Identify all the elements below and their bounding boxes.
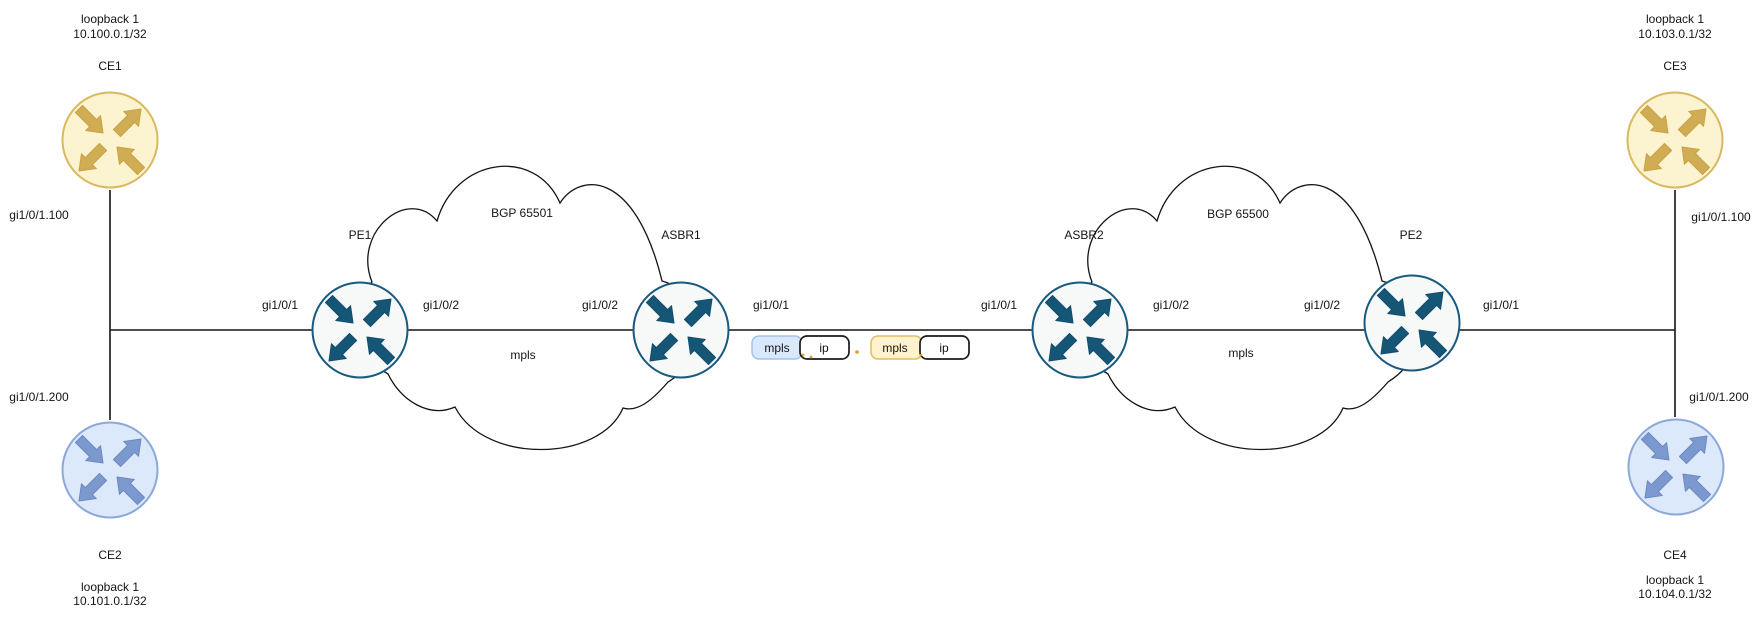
ce2-loopback-ip: 10.101.0.1/32 [73,594,147,608]
router-ce3-icon[interactable] [1626,91,1724,189]
router-pe1-icon[interactable] [311,281,409,379]
iface-label-ce2-sub: gi1/0/1.200 [9,390,69,404]
iface-label-ce4-sub: gi1/0/1.200 [1689,390,1749,404]
router-ce4-icon[interactable] [1627,418,1725,516]
ce3-loopback-ip: 10.103.0.1/32 [1638,27,1712,41]
separator-dot [855,350,859,354]
cloud-core-label-right: mpls [1228,346,1254,360]
node-label-asbr2: ASBR2 [1064,228,1104,242]
cloud-core-label-left: mpls [510,348,536,362]
ip-label-box-right[interactable] [919,335,970,360]
packet-mpls-label-right: mpls [882,341,908,355]
separator-dot [809,355,813,359]
ce4-loopback-name: loopback 1 [1645,573,1705,587]
router-pe2-icon[interactable] [1363,274,1461,372]
packet-stack-left[interactable] [751,335,850,360]
iface-label-pe2-left: gi1/0/2 [1303,298,1341,312]
iface-label-pe1-right: gi1/0/2 [422,298,460,312]
router-asbr1-icon[interactable] [632,281,730,379]
cloud-label-bgp-65501: BGP 65501 [491,206,553,220]
ce2-loopback-name: loopback 1 [80,580,140,594]
cloud-label-bgp-65500: BGP 65500 [1207,207,1269,221]
separator-dot [919,353,923,357]
iface-label-asbr2-right: gi1/0/2 [1152,298,1190,312]
ce1-loopback-name: loopback 1 [80,12,140,26]
ce3-loopback-name: loopback 1 [1645,12,1705,26]
iface-label-asbr1-left: gi1/0/2 [581,298,619,312]
packet-ip-label-right: ip [939,341,949,355]
router-ce1-icon[interactable] [61,91,159,189]
node-label-pe2: PE2 [1399,228,1423,242]
node-label-ce2: CE2 [98,548,122,562]
iface-label-pe2-right: gi1/0/1 [1482,298,1520,312]
packet-mpls-label-left: mpls [764,341,790,355]
node-label-ce1: CE1 [98,59,122,73]
ce4-loopback-ip: 10.104.0.1/32 [1638,587,1712,601]
node-label-pe1: PE1 [348,228,372,242]
packet-ip-label-left: ip [819,341,829,355]
iface-label-ce1-sub: gi1/0/1.100 [9,208,69,222]
node-label-asbr1: ASBR1 [661,228,701,242]
iface-label-pe1-left: gi1/0/1 [261,298,299,312]
router-ce2-icon[interactable] [61,421,159,519]
iface-label-asbr2-left: gi1/0/1 [980,298,1018,312]
packet-stack-right[interactable] [870,335,970,360]
node-label-ce4: CE4 [1663,548,1687,562]
ip-label-box-left[interactable] [799,335,850,360]
iface-label-asbr1-right: gi1/0/1 [752,298,790,312]
separator-dot [801,353,805,357]
router-asbr2-icon[interactable] [1031,281,1129,379]
iface-label-ce3-sub: gi1/0/1.100 [1691,210,1751,224]
node-label-ce3: CE3 [1663,59,1687,73]
ce1-loopback-ip: 10.100.0.1/32 [73,27,147,41]
